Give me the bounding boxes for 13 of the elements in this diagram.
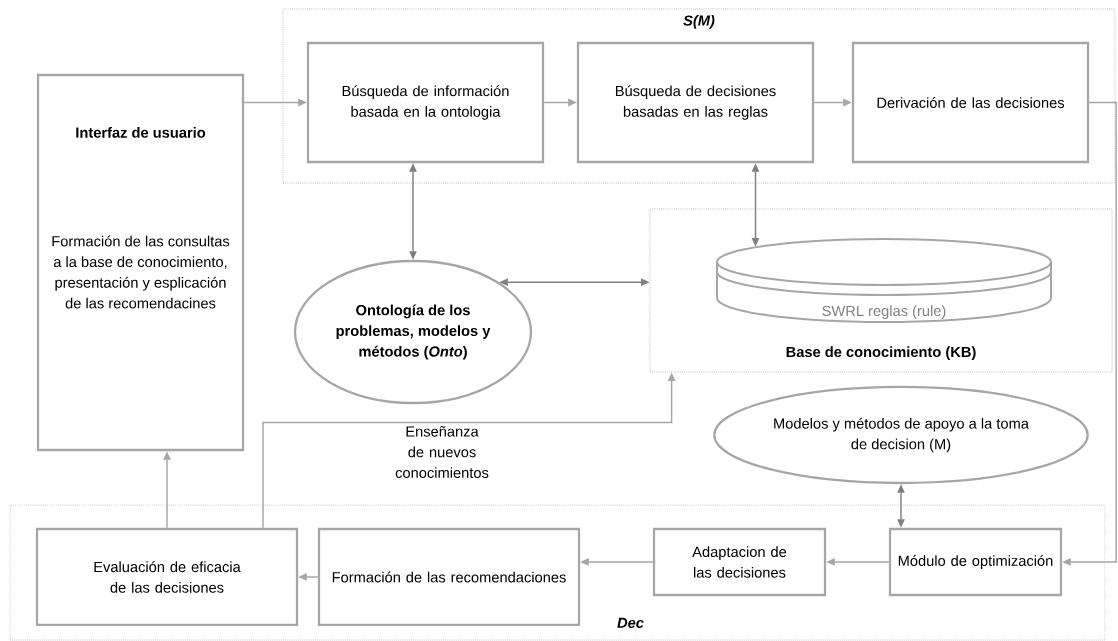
ellipse-node: Ontología de los problemas, modelos y métodos (Onto) bbox=[293, 259, 533, 405]
process-box: Búsqueda de información basada en la ontologia bbox=[306, 41, 545, 164]
process-box: Búsqueda de decisiones basadas en las reglas bbox=[576, 41, 815, 164]
process-box: Formación de las recomendaciones bbox=[317, 527, 581, 627]
edge-label: Enseñanza de nuevos conocimientos bbox=[375, 424, 509, 480]
process-box: Derivación de las decisiones bbox=[851, 41, 1090, 164]
process-box: Adaptacion de las decisiones bbox=[652, 527, 827, 597]
process-box: Interfaz de usuario Formación de las consultas a la base de conocimiento, presentación y esplicación de las recomendacines bbox=[36, 73, 245, 452]
process-box: Módulo de optimización bbox=[888, 527, 1063, 597]
ellipse-node: Modelos y métodos de apoyo a la toma de decision (M) bbox=[713, 385, 1089, 485]
database-cylinder: SWRL reglas (rule) bbox=[716, 238, 1052, 323]
process-box: Evaluación de eficacia de las decisiones bbox=[35, 527, 299, 627]
node-label: SWRL reglas (rule) bbox=[822, 305, 946, 319]
